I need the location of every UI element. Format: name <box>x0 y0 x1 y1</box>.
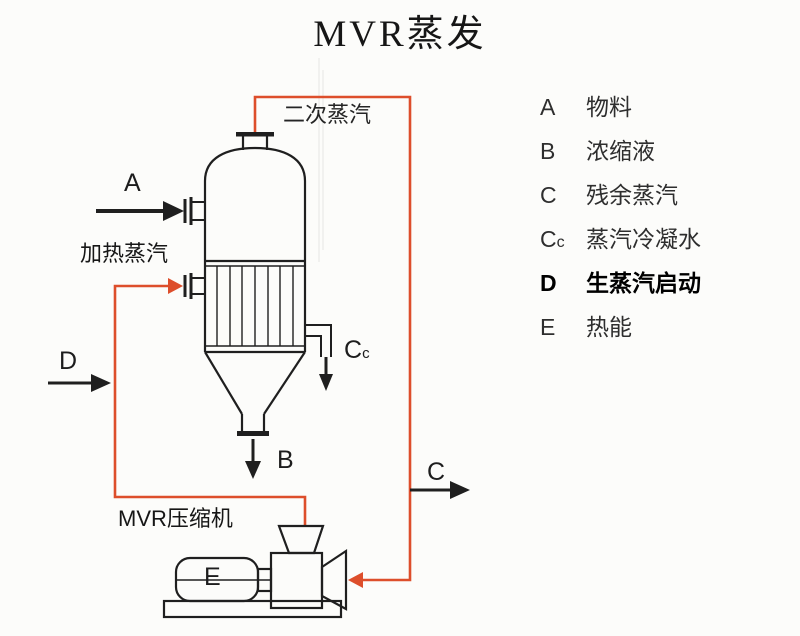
heating-inlet-arrowhead <box>168 278 183 294</box>
page-title: MVR蒸发 <box>313 14 487 55</box>
legend-label: 物料 <box>586 94 632 120</box>
legend-label: 生蒸汽启动 <box>586 270 701 296</box>
tube-bundle <box>205 259 305 354</box>
compressor-volute <box>320 548 348 611</box>
legend-key: Cc <box>540 226 565 252</box>
legend-row-material: A 物料 <box>540 88 701 120</box>
legend-key: E <box>540 314 556 340</box>
secondary-steam-line <box>253 95 412 588</box>
legend-key: C <box>540 182 557 208</box>
condensate-arrow <box>319 357 333 391</box>
legend-row-residual-steam: C 残余蒸汽 <box>540 176 701 208</box>
energy-label: E <box>204 563 221 591</box>
condensate-pipe <box>305 324 332 357</box>
vessel-dome <box>203 146 307 182</box>
legend-label: 浓缩液 <box>586 138 655 164</box>
compressor-inlet-funnel <box>277 524 325 555</box>
residual-steam-arrow <box>410 481 470 499</box>
legend-label: 热能 <box>586 314 632 340</box>
legend-key: D <box>540 270 557 296</box>
vessel-cone <box>204 351 306 415</box>
legend-row-heat-energy: E 热能 <box>540 308 701 340</box>
heating-steam-line <box>113 278 307 527</box>
condensate-label: Cc <box>344 338 370 363</box>
concentrate-label: B <box>277 446 294 474</box>
legend-row-startup-steam: D 生蒸汽启动 <box>540 264 701 296</box>
heating-steam-label: 加热蒸汽 <box>80 241 169 266</box>
concentrate-arrow <box>245 439 261 479</box>
feed-arrow <box>96 201 184 221</box>
legend-label: 蒸汽冷凝水 <box>586 226 701 252</box>
secondary-steam-label: 二次蒸汽 <box>283 102 372 127</box>
feed-nozzle <box>183 197 205 225</box>
legend-row-condensate: Cc 蒸汽冷凝水 <box>540 220 701 252</box>
heating-steam-nozzle <box>183 273 205 299</box>
compressor-body <box>269 551 324 610</box>
condensate-label-c: C <box>344 336 363 364</box>
evaporator-vessel <box>183 132 332 436</box>
legend: A 物料 B 浓缩液 C 残余蒸汽 Cc 蒸汽冷凝水 D 生蒸汽启动 E 热能 <box>540 88 701 352</box>
compressor-inlet-arrowhead <box>348 572 363 588</box>
compressor-unit <box>162 524 348 619</box>
legend-label: 残余蒸汽 <box>586 182 678 208</box>
condensate-label-sub: c <box>362 345 370 362</box>
scan-artifacts <box>318 58 324 262</box>
legend-key: B <box>540 138 556 164</box>
startup-arrow <box>48 374 111 392</box>
vessel-outlet <box>237 414 269 436</box>
residual-steam-label: C <box>427 458 446 486</box>
startup-label: D <box>59 347 78 375</box>
legend-row-concentrate: B 浓缩液 <box>540 132 701 164</box>
compressor-label: MVR压缩机 <box>118 506 233 531</box>
legend-key: A <box>540 94 556 120</box>
feed-label: A <box>124 169 141 197</box>
compressor-base <box>162 599 343 619</box>
vessel-chimney <box>236 132 274 150</box>
